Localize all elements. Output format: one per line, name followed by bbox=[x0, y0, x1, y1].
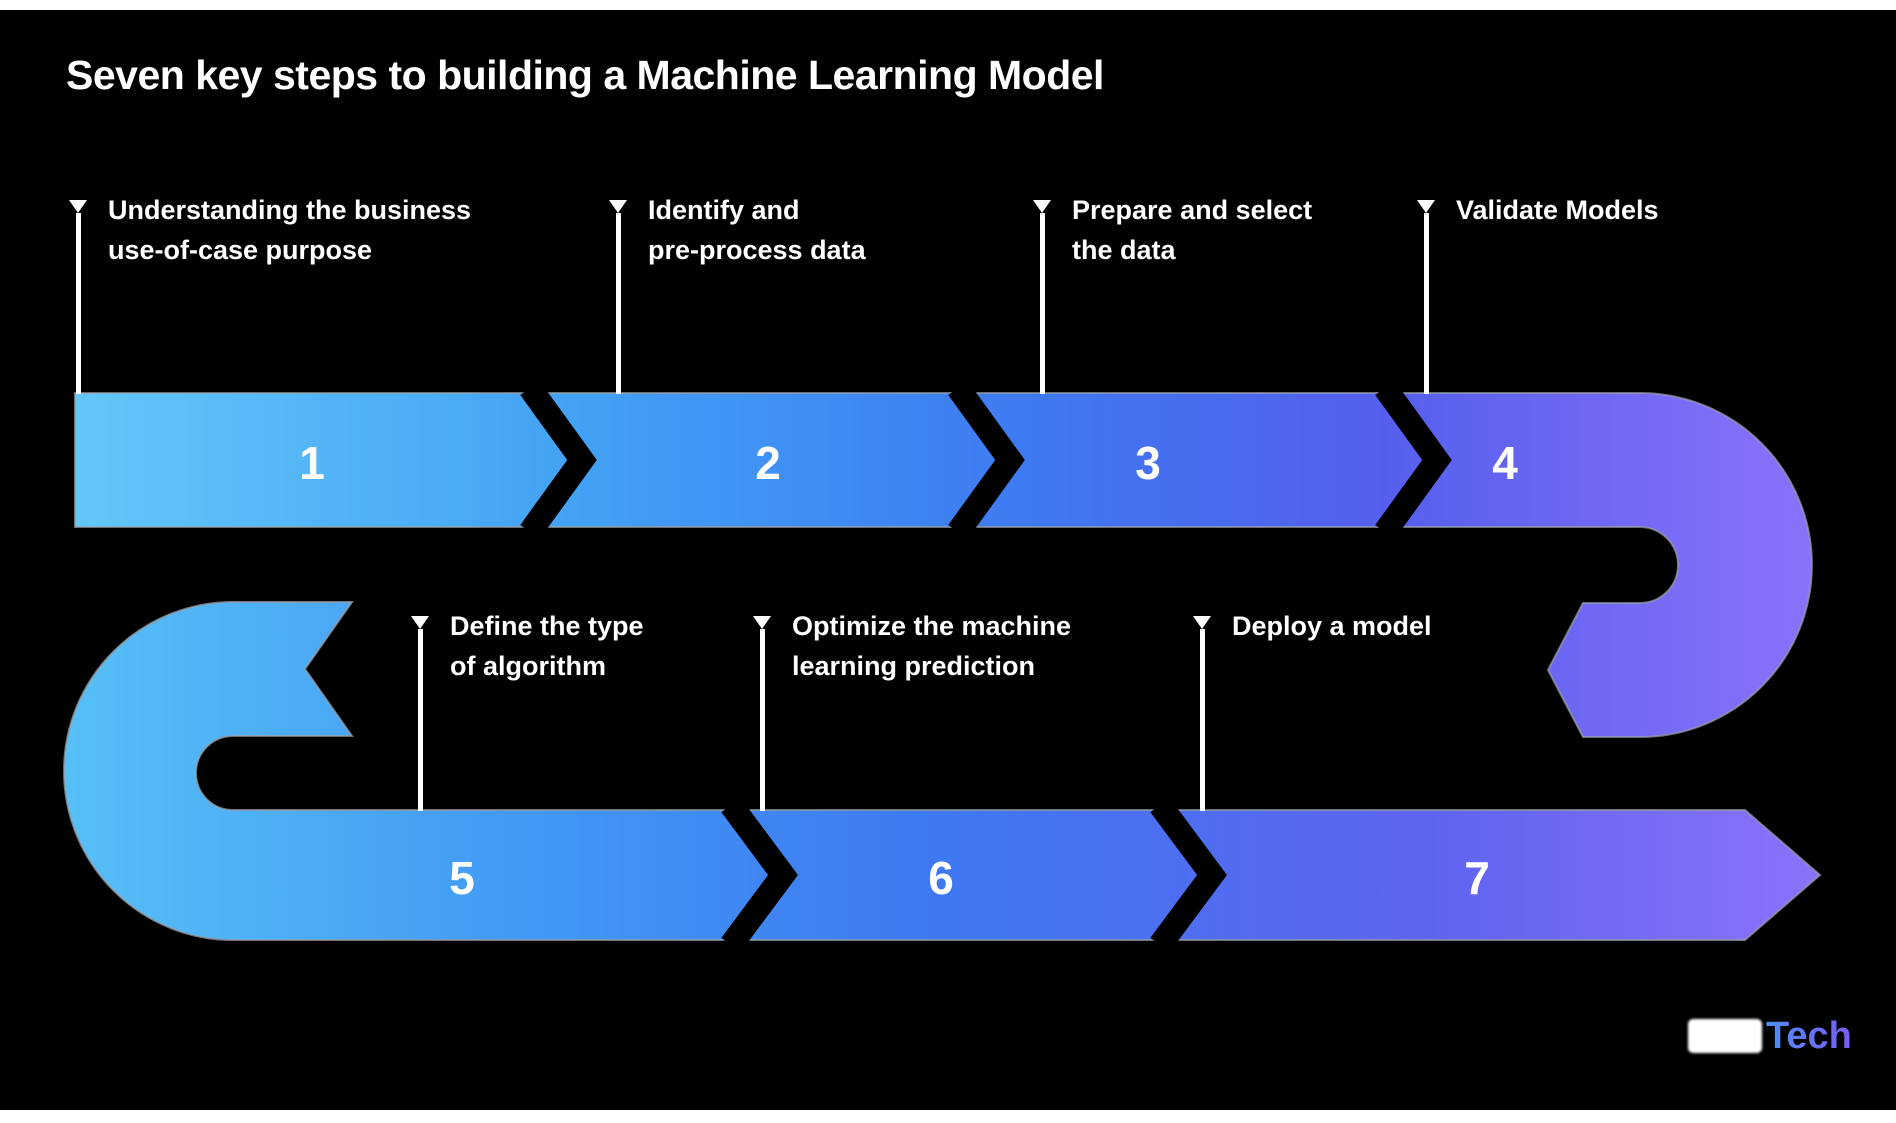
step-4-label-line1: Validate Models bbox=[1456, 195, 1659, 225]
logo-suffix-text: Tech bbox=[1766, 1015, 1852, 1057]
brand-logo: Tech bbox=[1688, 1016, 1852, 1056]
step-1-label-line2: use-of-case purpose bbox=[108, 235, 373, 265]
step-1-label-line1: Understanding the business bbox=[108, 195, 472, 225]
step-6-label-line1: Optimize the machine bbox=[792, 611, 1072, 641]
step-4-label: Validate Models bbox=[1456, 190, 1659, 230]
logo-prefix-blob bbox=[1688, 1019, 1762, 1053]
step-7-connector-line bbox=[1200, 629, 1205, 811]
step-6-connector-line bbox=[760, 629, 765, 811]
step-2-label: Identify and pre-process data bbox=[648, 190, 866, 270]
bottom-band-shape bbox=[63, 601, 1822, 941]
step-2-number: 2 bbox=[755, 437, 781, 489]
step-3-connector-line bbox=[1040, 213, 1045, 394]
step-7-label-line1: Deploy a model bbox=[1232, 611, 1432, 641]
step-7-pointer-icon bbox=[1193, 616, 1211, 629]
step-5-connector-line bbox=[418, 629, 423, 811]
chevron-separators bbox=[520, 380, 1452, 953]
bottom-frame-strip bbox=[0, 1110, 1896, 1123]
step-4-connector-line bbox=[1424, 213, 1429, 394]
top-band-shape bbox=[74, 392, 1813, 738]
step-4-number: 4 bbox=[1492, 437, 1518, 489]
step-6-label-line2: learning prediction bbox=[792, 651, 1036, 681]
step-3-label: Prepare and select the data bbox=[1072, 190, 1312, 270]
top-frame-strip bbox=[0, 0, 1896, 10]
step-5-pointer-icon bbox=[411, 616, 429, 629]
step-3-label-line1: Prepare and select bbox=[1072, 195, 1313, 225]
step-3-label-line2: the data bbox=[1072, 235, 1176, 265]
step-7-number: 7 bbox=[1464, 852, 1490, 904]
step-1-connector-line bbox=[76, 213, 81, 394]
step-2-pointer-icon bbox=[609, 200, 627, 213]
step-5-label: Define the type of algorithm bbox=[450, 606, 644, 686]
step-2-label-line1: Identify and bbox=[648, 195, 800, 225]
step-3-pointer-icon bbox=[1033, 200, 1051, 213]
step-1-number: 1 bbox=[299, 437, 325, 489]
step-1-pointer-icon bbox=[69, 200, 87, 213]
step-6-pointer-icon bbox=[753, 616, 771, 629]
step-6-label: Optimize the machine learning prediction bbox=[792, 606, 1071, 686]
step-1-label: Understanding the business use-of-case p… bbox=[108, 190, 471, 270]
step-2-connector-line bbox=[616, 213, 621, 394]
step-5-label-line1: Define the type bbox=[450, 611, 644, 641]
step-7-label: Deploy a model bbox=[1232, 606, 1432, 646]
step-6-number: 6 bbox=[928, 852, 954, 904]
step-5-number: 5 bbox=[449, 852, 475, 904]
step-2-label-line2: pre-process data bbox=[648, 235, 866, 265]
step-3-number: 3 bbox=[1135, 437, 1161, 489]
step-5-label-line2: of algorithm bbox=[450, 651, 606, 681]
step-4-pointer-icon bbox=[1417, 200, 1435, 213]
page-title: Seven key steps to building a Machine Le… bbox=[66, 52, 1104, 98]
